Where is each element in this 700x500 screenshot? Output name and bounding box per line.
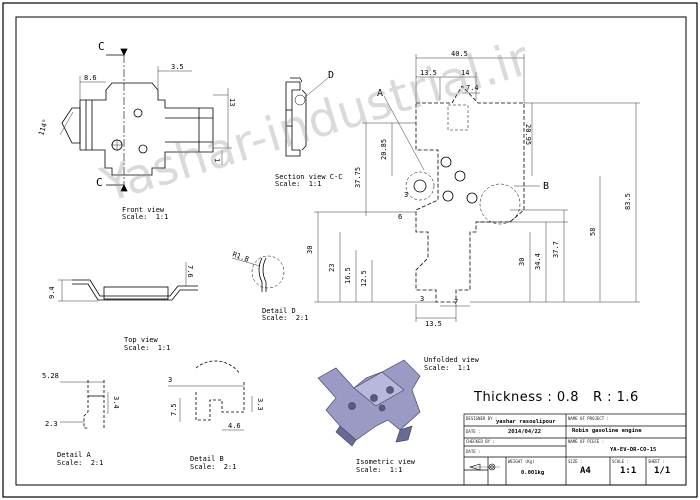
dim-7-5: 7.5 — [170, 403, 178, 416]
detail-d-scale: Scale: 2:1 — [262, 314, 309, 322]
dim-13-5-bottom: 13.5 — [425, 320, 442, 328]
sheet-label: SHEET : — [648, 459, 665, 464]
dim-3-4: 3.4 — [112, 396, 120, 409]
front-view-scale: Scale: 1:1 — [122, 213, 169, 221]
dim-3-3: 3.3 — [256, 398, 264, 411]
section-view-drawing — [285, 77, 329, 157]
date2-label: DATE : — [466, 449, 481, 454]
dim-8-6: 8.6 — [84, 74, 97, 82]
top-view-scale: Scale: 1:1 — [124, 344, 171, 352]
dim-58: 58 — [589, 228, 597, 236]
unfolded-view-scale: Scale: 1:1 — [424, 364, 471, 372]
front-view-dim-text: 8.6 3.5 13 1 114° C C — [37, 40, 236, 189]
dim-14: 14 — [461, 69, 469, 77]
dim-7-6: 7.6 — [186, 265, 194, 278]
title-block-lines — [463, 413, 687, 486]
dim-13-5-top: 13.5 — [420, 69, 437, 77]
projection-symbol — [468, 463, 500, 471]
dim-12-5: 12.5 — [360, 270, 368, 287]
dim-34-4: 34.4 — [534, 253, 542, 270]
dim-30-right: 30 — [518, 258, 526, 266]
section-view-scale: Scale: 1:1 — [275, 180, 322, 188]
sheet-value: 1/1 — [654, 466, 671, 476]
dim-7-4: 7.4 — [466, 84, 479, 92]
dim-83-5: 83.5 — [624, 193, 632, 210]
isometric-view-title: Isometric view — [356, 458, 416, 466]
detail-marker-a: A — [377, 88, 383, 99]
section-marker-c-bottom: C — [96, 176, 103, 189]
unfolded-dim-text: 40.5 13.5 14 7.4 20.95 20.85 37.75 83.5 … — [306, 50, 632, 328]
dim-30-left: 30 — [306, 246, 314, 254]
piece-value: YA-EV-DR-CO-15 — [610, 447, 657, 453]
project-value: Robin gasoline engine — [572, 428, 642, 434]
dim-13: 13 — [228, 98, 236, 106]
section-marker-c-top: C — [98, 40, 105, 53]
unfolded-view-drawing — [314, 54, 640, 322]
dim-40-5: 40.5 — [451, 50, 468, 58]
section-view-title: Section view C-C — [275, 173, 343, 181]
dim-16-5: 16.5 — [344, 267, 352, 284]
checked-label: CHECKED BY : — [466, 439, 495, 444]
isometric-view-scale: Scale: 1:1 — [356, 466, 403, 474]
size-label: SIZE : — [568, 459, 583, 464]
piece-label: NAME OF PIECE : — [568, 439, 605, 444]
isometric-view-drawing — [317, 359, 421, 447]
unfolded-view-title: Unfolded view — [424, 356, 479, 364]
top-view-drawing — [58, 262, 198, 302]
dim-5-28: 5.28 — [42, 372, 59, 380]
dim-3-a: 3 — [404, 191, 408, 199]
detail-a-drawing — [60, 380, 109, 429]
dim-114-deg: 114° — [37, 118, 50, 137]
dim-r1-8: R1.8 — [231, 250, 250, 263]
detail-b-scale: Scale: 2:1 — [190, 463, 237, 471]
scale-value: 1:1 — [620, 466, 637, 476]
dim-4-6: 4.6 — [228, 422, 241, 430]
dim-3-5: 3.5 — [171, 63, 184, 71]
inner-border — [15, 16, 687, 486]
front-view-title: Front view — [122, 206, 165, 214]
thickness-note: Thickness : 0.8 R : 1.6 — [474, 390, 639, 405]
designer-value: yashar rasoulipour — [496, 419, 556, 425]
detail-a-scale: Scale: 2:1 — [57, 459, 104, 467]
dim-20-95: 20.95 — [524, 124, 532, 145]
project-label: NAME OF PROJECT : — [568, 416, 609, 421]
designer-label: DESIGNER BY : — [466, 416, 498, 421]
dim-2-3: 2.3 — [45, 420, 58, 428]
dim-1: 1 — [213, 158, 221, 162]
scale-label: SCALE : — [612, 459, 629, 464]
dim-7: 7 — [454, 298, 458, 306]
front-view-drawing — [59, 48, 232, 192]
detail-d-title: Detail D — [262, 307, 296, 315]
dim-37-7: 37.7 — [552, 241, 560, 258]
detail-marker-d: D — [328, 70, 334, 81]
dim-3-b: 3 — [420, 295, 424, 303]
dim-20-85: 20.85 — [380, 139, 388, 160]
detail-b-drawing — [168, 360, 253, 431]
weight-value: 0.001kg — [521, 470, 545, 476]
detail-b-title: Detail B — [190, 455, 224, 463]
dim-23: 23 — [328, 264, 336, 272]
detail-marker-b: B — [543, 181, 549, 192]
detail-a-title: Detail A — [57, 451, 91, 459]
dim-3-detail-b: 3 — [168, 376, 172, 384]
size-value: A4 — [580, 466, 591, 476]
weight-label: WEIGHT (Kg) — [508, 459, 535, 464]
dim-37-75: 37.75 — [354, 167, 362, 188]
date-value: 2014/04/22 — [508, 429, 542, 435]
date-label: DATE : — [466, 429, 481, 434]
dim-6: 6 — [398, 213, 402, 221]
top-view-title: Top view — [124, 336, 158, 344]
detail-d-drawing — [231, 255, 285, 292]
dim-9-4: 9.4 — [48, 286, 56, 299]
